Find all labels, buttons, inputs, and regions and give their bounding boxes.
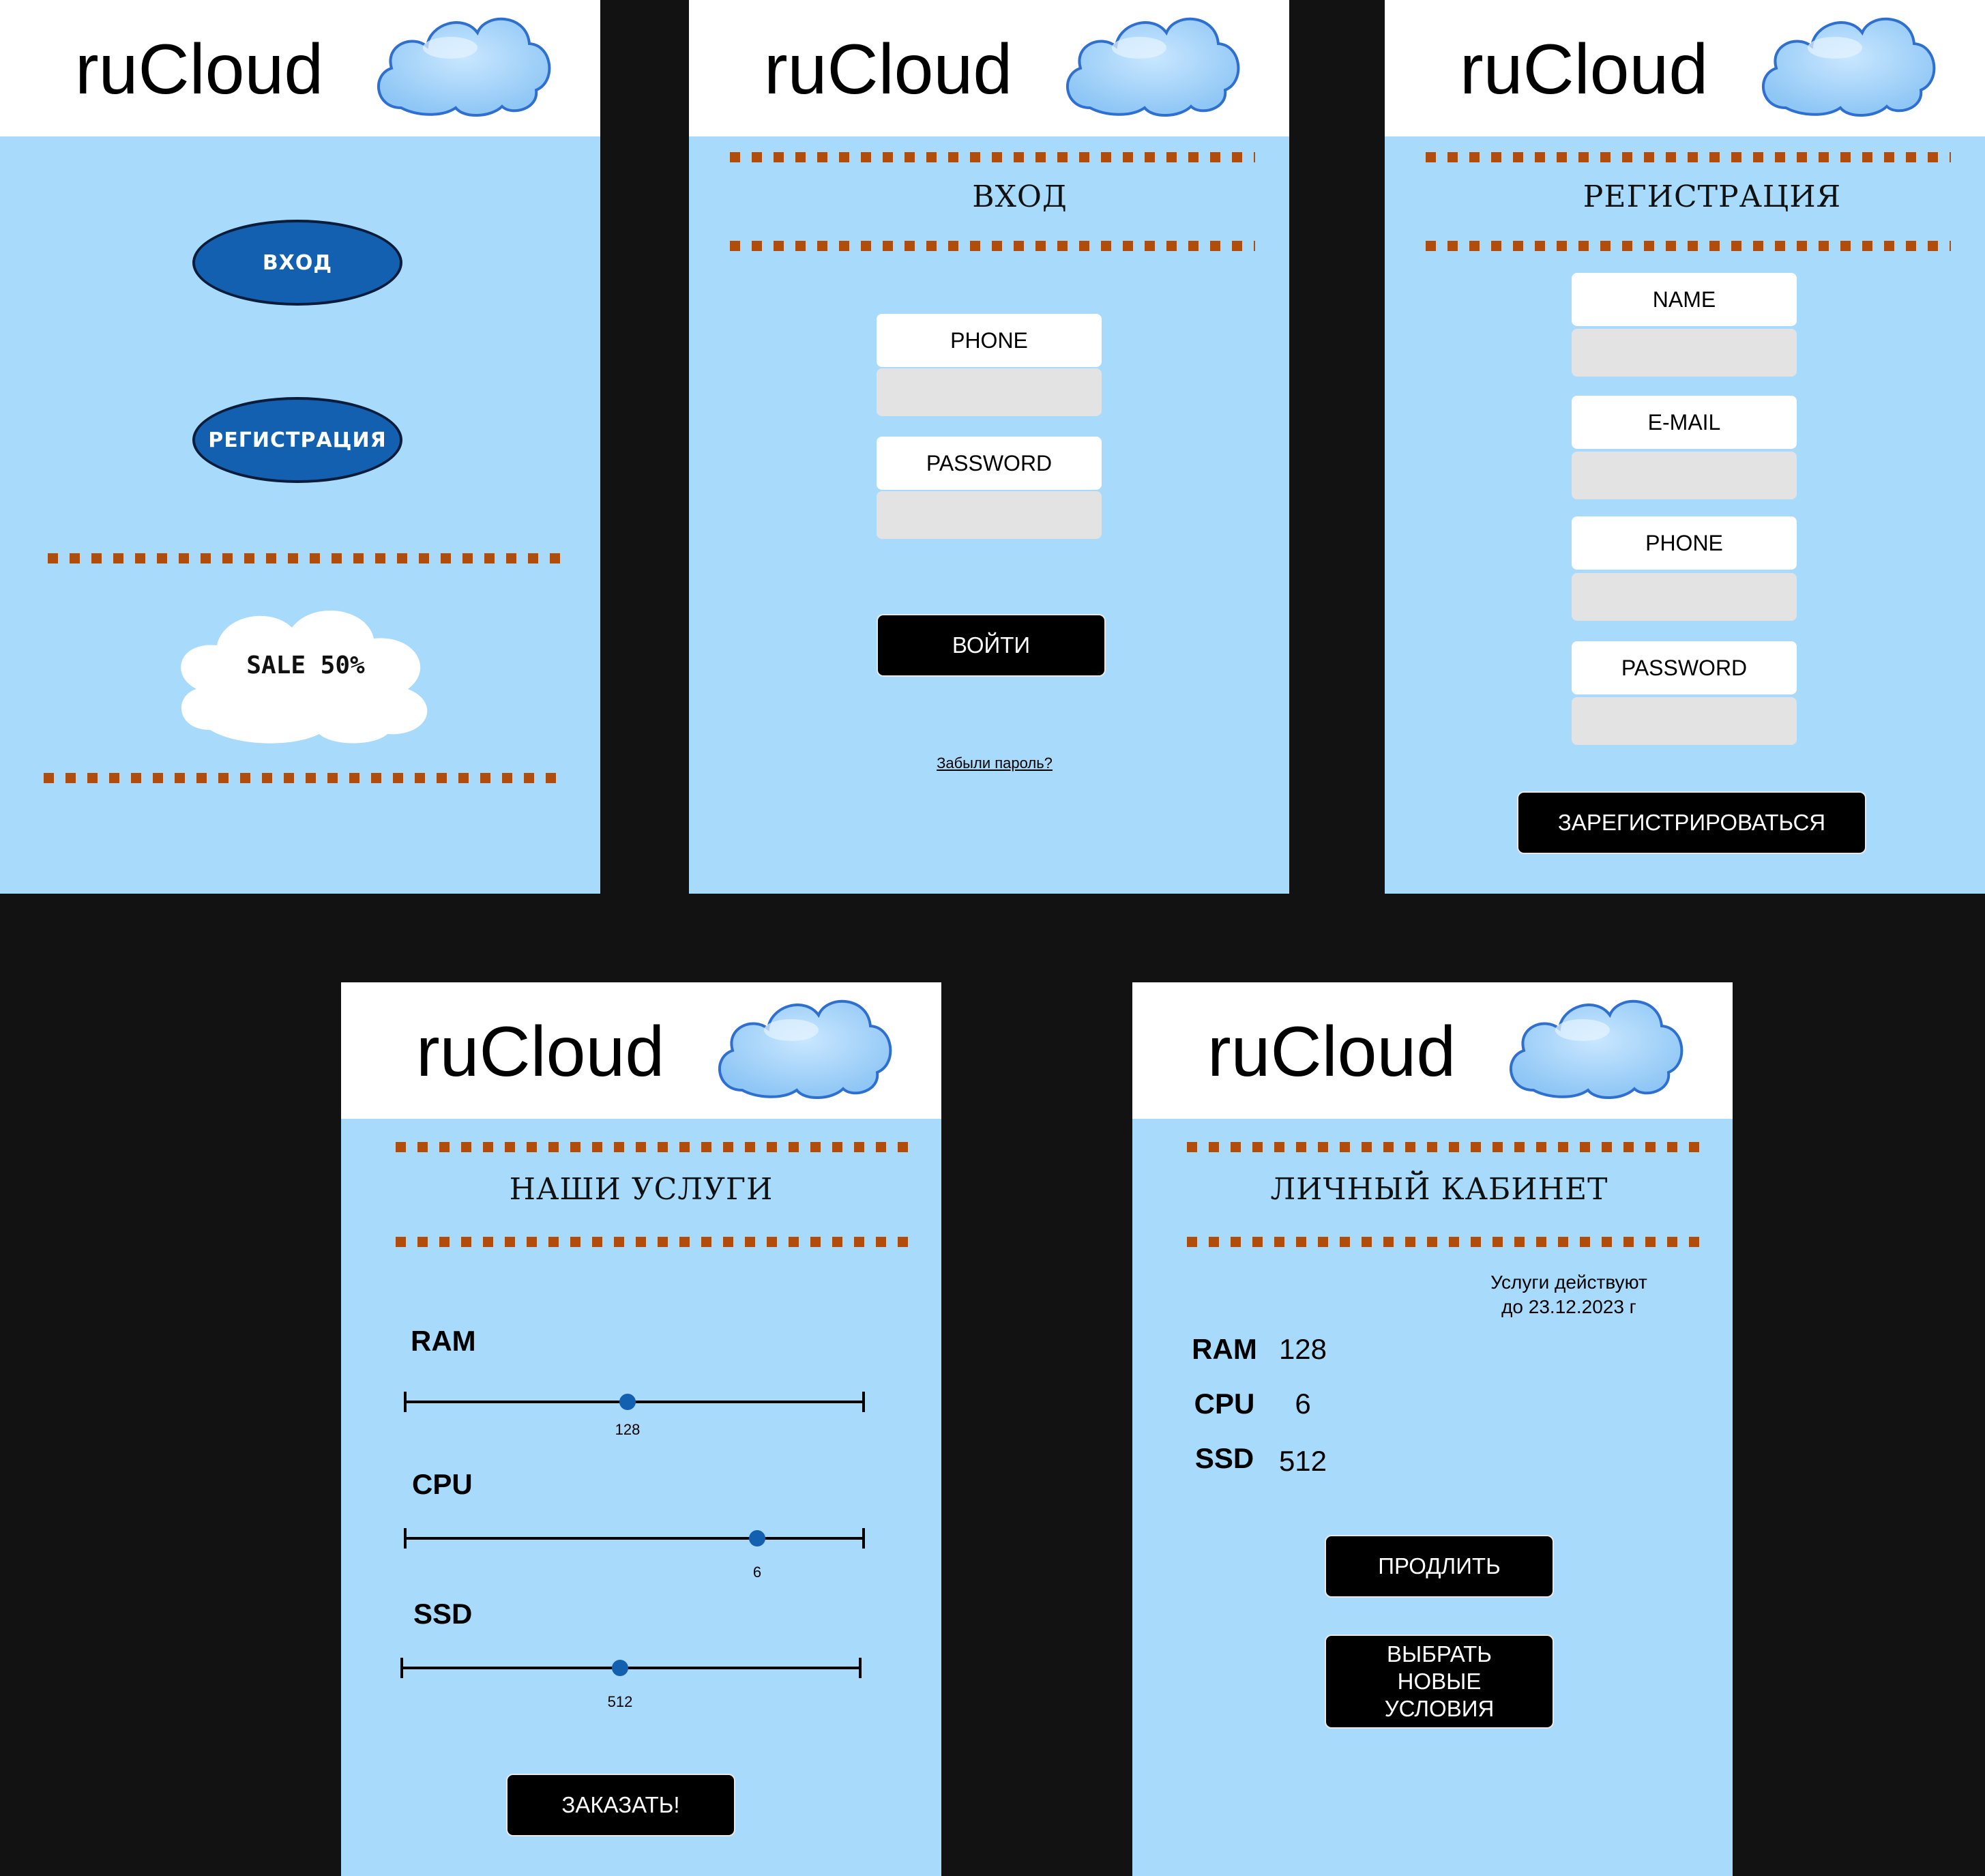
ram-slider-handle[interactable] — [619, 1394, 636, 1410]
phone-label: PHONE — [877, 314, 1102, 367]
spec-ssd-value: 512 — [1278, 1445, 1327, 1477]
app-header: ruCloud — [689, 0, 1289, 136]
divider — [396, 1142, 910, 1152]
spec-ssd-key: SSD — [1194, 1442, 1254, 1474]
page-title: ВХОД — [972, 179, 1068, 214]
brand-title: ruCloud — [75, 30, 324, 109]
page-title: РЕГИСТРАЦИЯ — [1583, 179, 1842, 214]
cloud-logo-icon — [1057, 7, 1243, 119]
submit-login-button[interactable]: ВОЙТИ — [877, 614, 1106, 677]
promo-cloud-icon — [181, 611, 428, 744]
screen-login: ruCloud ВХОД PHONE PASSWORD ВОЙТИ Забыли… — [689, 0, 1289, 894]
spec-cpu-key: CPU — [1194, 1388, 1255, 1420]
divider — [730, 152, 1255, 162]
validity-text: Услуги действуют до 23.12.2023 г — [1439, 1270, 1699, 1319]
email-field[interactable] — [1572, 452, 1797, 499]
divider — [1187, 1142, 1701, 1152]
password-label: PASSWORD — [877, 437, 1102, 490]
brand-title: ruCloud — [1207, 1012, 1456, 1091]
app-header: ruCloud — [1132, 982, 1733, 1119]
cpu-label: CPU — [412, 1468, 473, 1500]
divider — [1426, 241, 1951, 251]
divider — [396, 1237, 910, 1247]
login-button[interactable]: ВХОД — [192, 220, 402, 306]
phone-field[interactable] — [1572, 573, 1797, 621]
spec-cpu-value: 6 — [1295, 1388, 1311, 1420]
ssd-label: SSD — [413, 1598, 473, 1630]
register-button[interactable]: РЕГИСТРАЦИЯ — [192, 397, 402, 483]
promo-text: SALE 50% — [246, 651, 365, 679]
forgot-password-link[interactable]: Забыли пароль? — [937, 754, 1053, 772]
cloud-logo-icon — [368, 7, 554, 119]
password-label: PASSWORD — [1572, 641, 1797, 694]
brand-title: ruCloud — [764, 30, 1013, 109]
validity-line-1: Услуги действуют — [1490, 1272, 1647, 1293]
spec-ram-key: RAM — [1192, 1333, 1257, 1365]
page-title: НАШИ УСЛУГИ — [509, 1172, 774, 1207]
brand-title: ruCloud — [416, 1012, 665, 1091]
phone-field[interactable] — [877, 368, 1102, 416]
email-label: E-MAIL — [1572, 396, 1797, 449]
register-submit-button[interactable]: ЗАРЕГИСТРИРОВАТЬСЯ — [1517, 791, 1866, 854]
validity-line-2: до 23.12.2023 г — [1501, 1296, 1636, 1317]
divider — [44, 773, 562, 783]
cpu-slider-handle[interactable] — [749, 1530, 765, 1547]
password-field[interactable] — [877, 491, 1102, 539]
screen-services: ruCloud НАШИ УСЛУГИ RAM 128 CPU 6 SSD 51… — [341, 982, 941, 1876]
divider — [1187, 1237, 1701, 1247]
ssd-slider-handle[interactable] — [612, 1660, 628, 1676]
divider — [48, 553, 562, 563]
order-button[interactable]: ЗАКАЗАТЬ! — [506, 1774, 735, 1836]
name-field[interactable] — [1572, 329, 1797, 377]
app-header: ruCloud — [341, 982, 941, 1119]
page-title: ЛИЧНЫЙ КАБИНЕТ — [1270, 1172, 1608, 1207]
screen-account: ruCloud ЛИЧНЫЙ КАБИНЕТ Услуги действуют … — [1132, 982, 1733, 1876]
screen-welcome: ruCloud ВХОД РЕГИСТРАЦИЯ SALE 50% — [0, 0, 600, 894]
divider — [1426, 152, 1951, 162]
name-label: NAME — [1572, 273, 1797, 326]
ram-value: 128 — [615, 1421, 641, 1438]
phone-label: PHONE — [1572, 516, 1797, 570]
ssd-value: 512 — [607, 1693, 633, 1710]
cpu-value: 6 — [752, 1564, 762, 1581]
brand-title: ruCloud — [1460, 30, 1709, 109]
screen-register: ruCloud РЕГИСТРАЦИЯ NAME E-MAIL PHONE PA… — [1385, 0, 1985, 894]
choose-new-terms-button[interactable]: ВЫБРАТЬ НОВЫЕ УСЛОВИЯ — [1325, 1635, 1554, 1729]
cloud-logo-icon — [709, 989, 895, 1101]
password-field[interactable] — [1572, 697, 1797, 745]
spec-ram-value: 128 — [1278, 1333, 1327, 1365]
app-header: ruCloud — [1385, 0, 1985, 136]
ram-label: RAM — [411, 1325, 476, 1357]
renew-button[interactable]: ПРОДЛИТЬ — [1325, 1535, 1554, 1598]
divider — [730, 241, 1255, 251]
cloud-logo-icon — [1501, 989, 1686, 1101]
cloud-logo-icon — [1753, 7, 1939, 119]
app-header: ruCloud — [0, 0, 600, 136]
